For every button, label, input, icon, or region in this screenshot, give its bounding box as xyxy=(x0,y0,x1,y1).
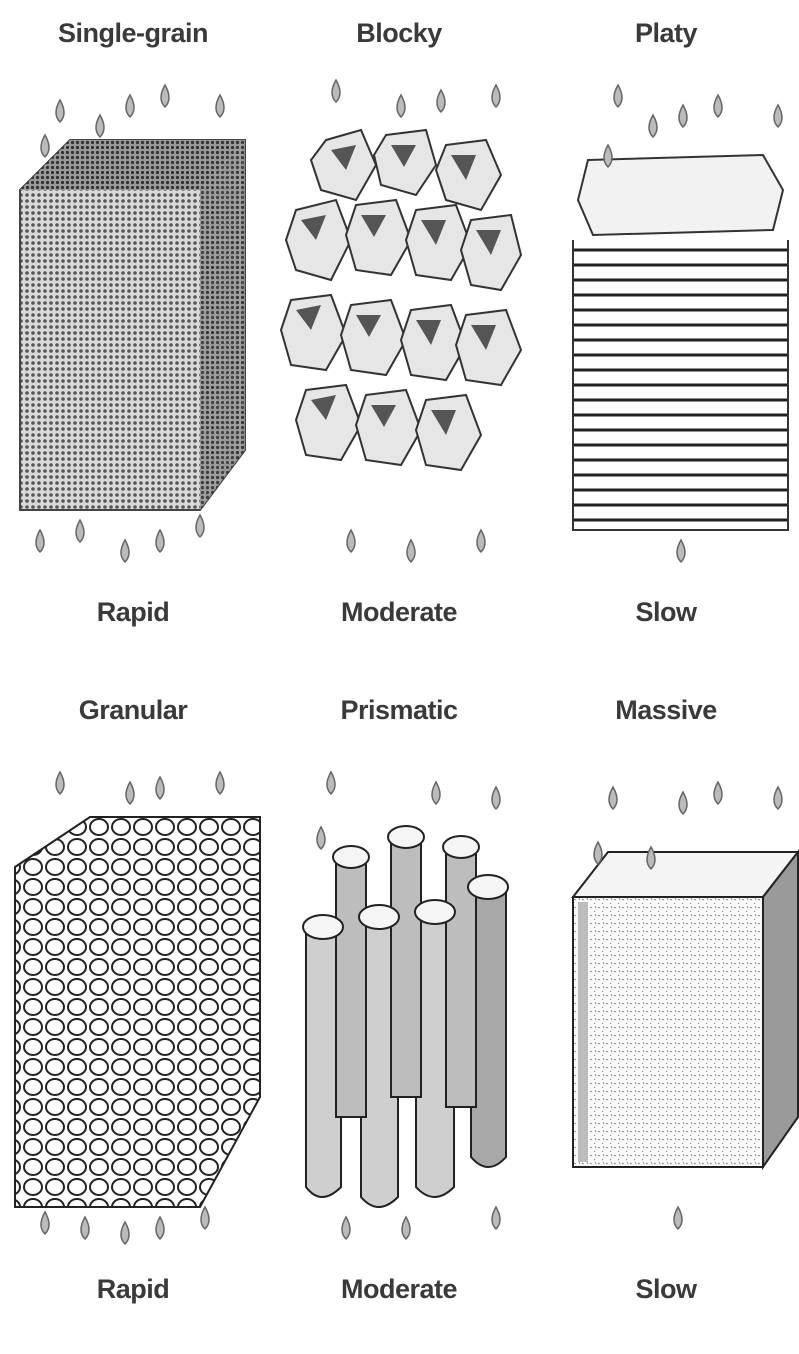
drainage-rate-label: Slow xyxy=(533,1274,799,1305)
panel-prismatic: Prismatic Moderate xyxy=(266,677,532,1354)
structure-label: Massive xyxy=(533,695,799,726)
granular-illustration xyxy=(0,737,266,1267)
panel-blocky: Blocky xyxy=(266,0,532,677)
drainage-rate-label: Rapid xyxy=(0,1274,266,1305)
structure-label: Prismatic xyxy=(266,695,532,726)
drainage-rate-label: Slow xyxy=(533,597,799,628)
panel-single-grain: Single-grain Rapid xyxy=(0,0,266,677)
blocky-illustration xyxy=(266,60,532,590)
single-grain-illustration xyxy=(0,60,266,590)
drainage-rate-label: Moderate xyxy=(266,597,532,628)
structure-label: Single-grain xyxy=(0,18,266,49)
structure-label: Blocky xyxy=(266,18,532,49)
drainage-rate-label: Moderate xyxy=(266,1274,532,1305)
prismatic-illustration xyxy=(266,737,532,1267)
drainage-rate-label: Rapid xyxy=(0,597,266,628)
panel-granular: Granular Rapid xyxy=(0,677,266,1354)
panel-platy: Platy Slow xyxy=(533,0,799,677)
panel-massive: Massive Slow xyxy=(533,677,799,1354)
massive-illustration xyxy=(533,737,799,1267)
platy-illustration xyxy=(533,60,799,590)
structure-label: Platy xyxy=(533,18,799,49)
structure-label: Granular xyxy=(0,695,266,726)
